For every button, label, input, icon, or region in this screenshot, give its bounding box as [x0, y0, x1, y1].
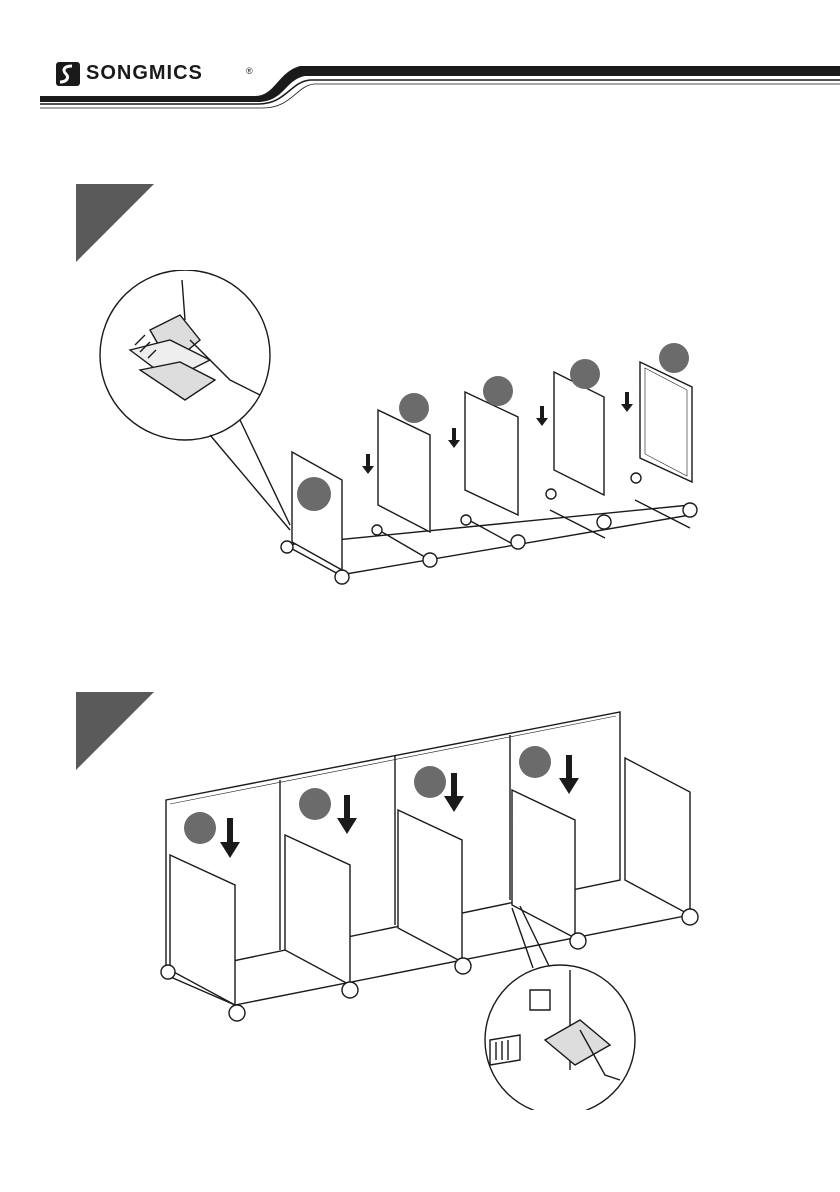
- brand-name: SONGMICS: [86, 62, 203, 85]
- step-2-badge-icon: [76, 692, 154, 770]
- songmics-s-icon: [56, 62, 80, 86]
- corner-connector-detail-1: [100, 270, 290, 530]
- step-2-figure: [150, 700, 710, 1110]
- header-band: [0, 0, 840, 110]
- header: SONGMICS ®: [0, 0, 840, 110]
- step-1-figure: [90, 270, 810, 600]
- step-1-badge-icon: [76, 184, 154, 262]
- corner-connector-detail-2: [485, 906, 635, 1110]
- registered-mark: ®: [246, 66, 253, 76]
